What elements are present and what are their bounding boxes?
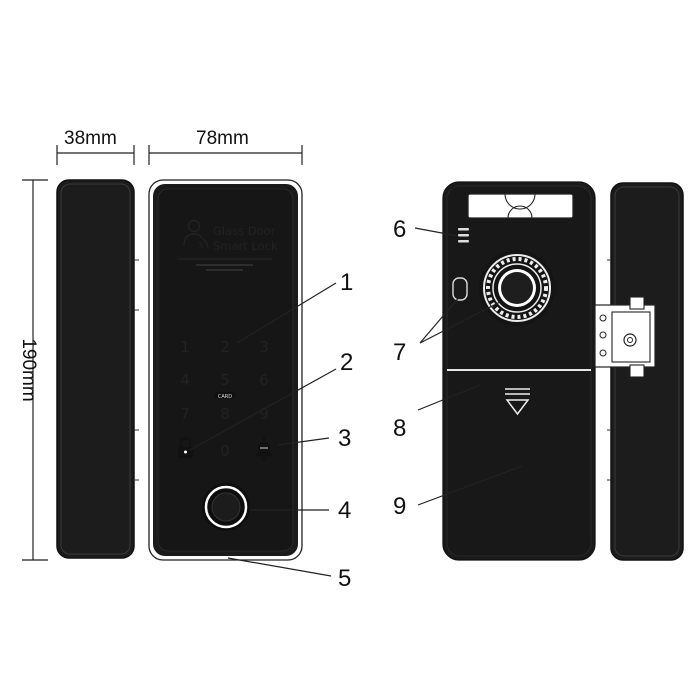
callout-2: 2 bbox=[340, 349, 353, 376]
key-4[interactable]: 4 bbox=[180, 371, 190, 389]
doorbell-icon[interactable] bbox=[255, 437, 273, 461]
dimension-78mm: 78mm bbox=[148, 128, 303, 165]
callout-3: 3 bbox=[338, 425, 351, 452]
key-5[interactable]: 5 bbox=[220, 371, 230, 389]
key-3[interactable]: 3 bbox=[259, 338, 269, 356]
padlock-icon[interactable] bbox=[178, 437, 193, 459]
user-wireless-icon bbox=[183, 219, 209, 250]
callout-1: 1 bbox=[340, 269, 353, 296]
key-6[interactable]: 6 bbox=[259, 371, 269, 389]
down-triangle-icon bbox=[505, 388, 530, 416]
rear-panel bbox=[442, 181, 596, 561]
callout-8: 8 bbox=[393, 415, 406, 442]
brand-line-2: Smart Lock bbox=[213, 239, 278, 253]
rear-button[interactable] bbox=[452, 277, 468, 301]
callout-4: 4 bbox=[338, 497, 351, 524]
key-8[interactable]: 8 bbox=[220, 405, 230, 423]
latch-bolt bbox=[594, 296, 656, 378]
callout-7: 7 bbox=[393, 339, 406, 366]
card-reader-indicator: CARD bbox=[214, 392, 236, 400]
dim-height-label: 190mm bbox=[18, 338, 39, 401]
callout-9: 9 bbox=[393, 493, 406, 520]
key-7[interactable]: 7 bbox=[180, 405, 190, 423]
left-side-view bbox=[56, 179, 139, 559]
fingerprint-ring-icon[interactable] bbox=[202, 483, 250, 531]
thumb-turn-knob-icon[interactable] bbox=[479, 250, 555, 326]
key-0[interactable]: 0 bbox=[220, 442, 230, 460]
leader-lines bbox=[189, 227, 523, 577]
dim-depth-label: 38mm bbox=[64, 128, 117, 149]
callout-5: 5 bbox=[338, 565, 351, 592]
key-2[interactable]: 2 bbox=[220, 338, 230, 356]
dimension-38mm: 38mm bbox=[56, 128, 135, 165]
dim-width-label: 78mm bbox=[196, 128, 249, 149]
key-9[interactable]: 9 bbox=[259, 405, 269, 423]
speaker-grille bbox=[458, 228, 469, 243]
front-panel: Glass Door Smart Lock 1 2 3 4 5 6 7 8 9 … bbox=[148, 179, 303, 561]
brand-line-1: Glass Door bbox=[213, 224, 276, 238]
right-side-view bbox=[594, 182, 684, 561]
dimension-190mm: 190mm bbox=[18, 179, 48, 561]
card-label: CARD bbox=[218, 394, 232, 400]
callout-6: 6 bbox=[393, 216, 406, 243]
key-1[interactable]: 1 bbox=[180, 338, 190, 356]
